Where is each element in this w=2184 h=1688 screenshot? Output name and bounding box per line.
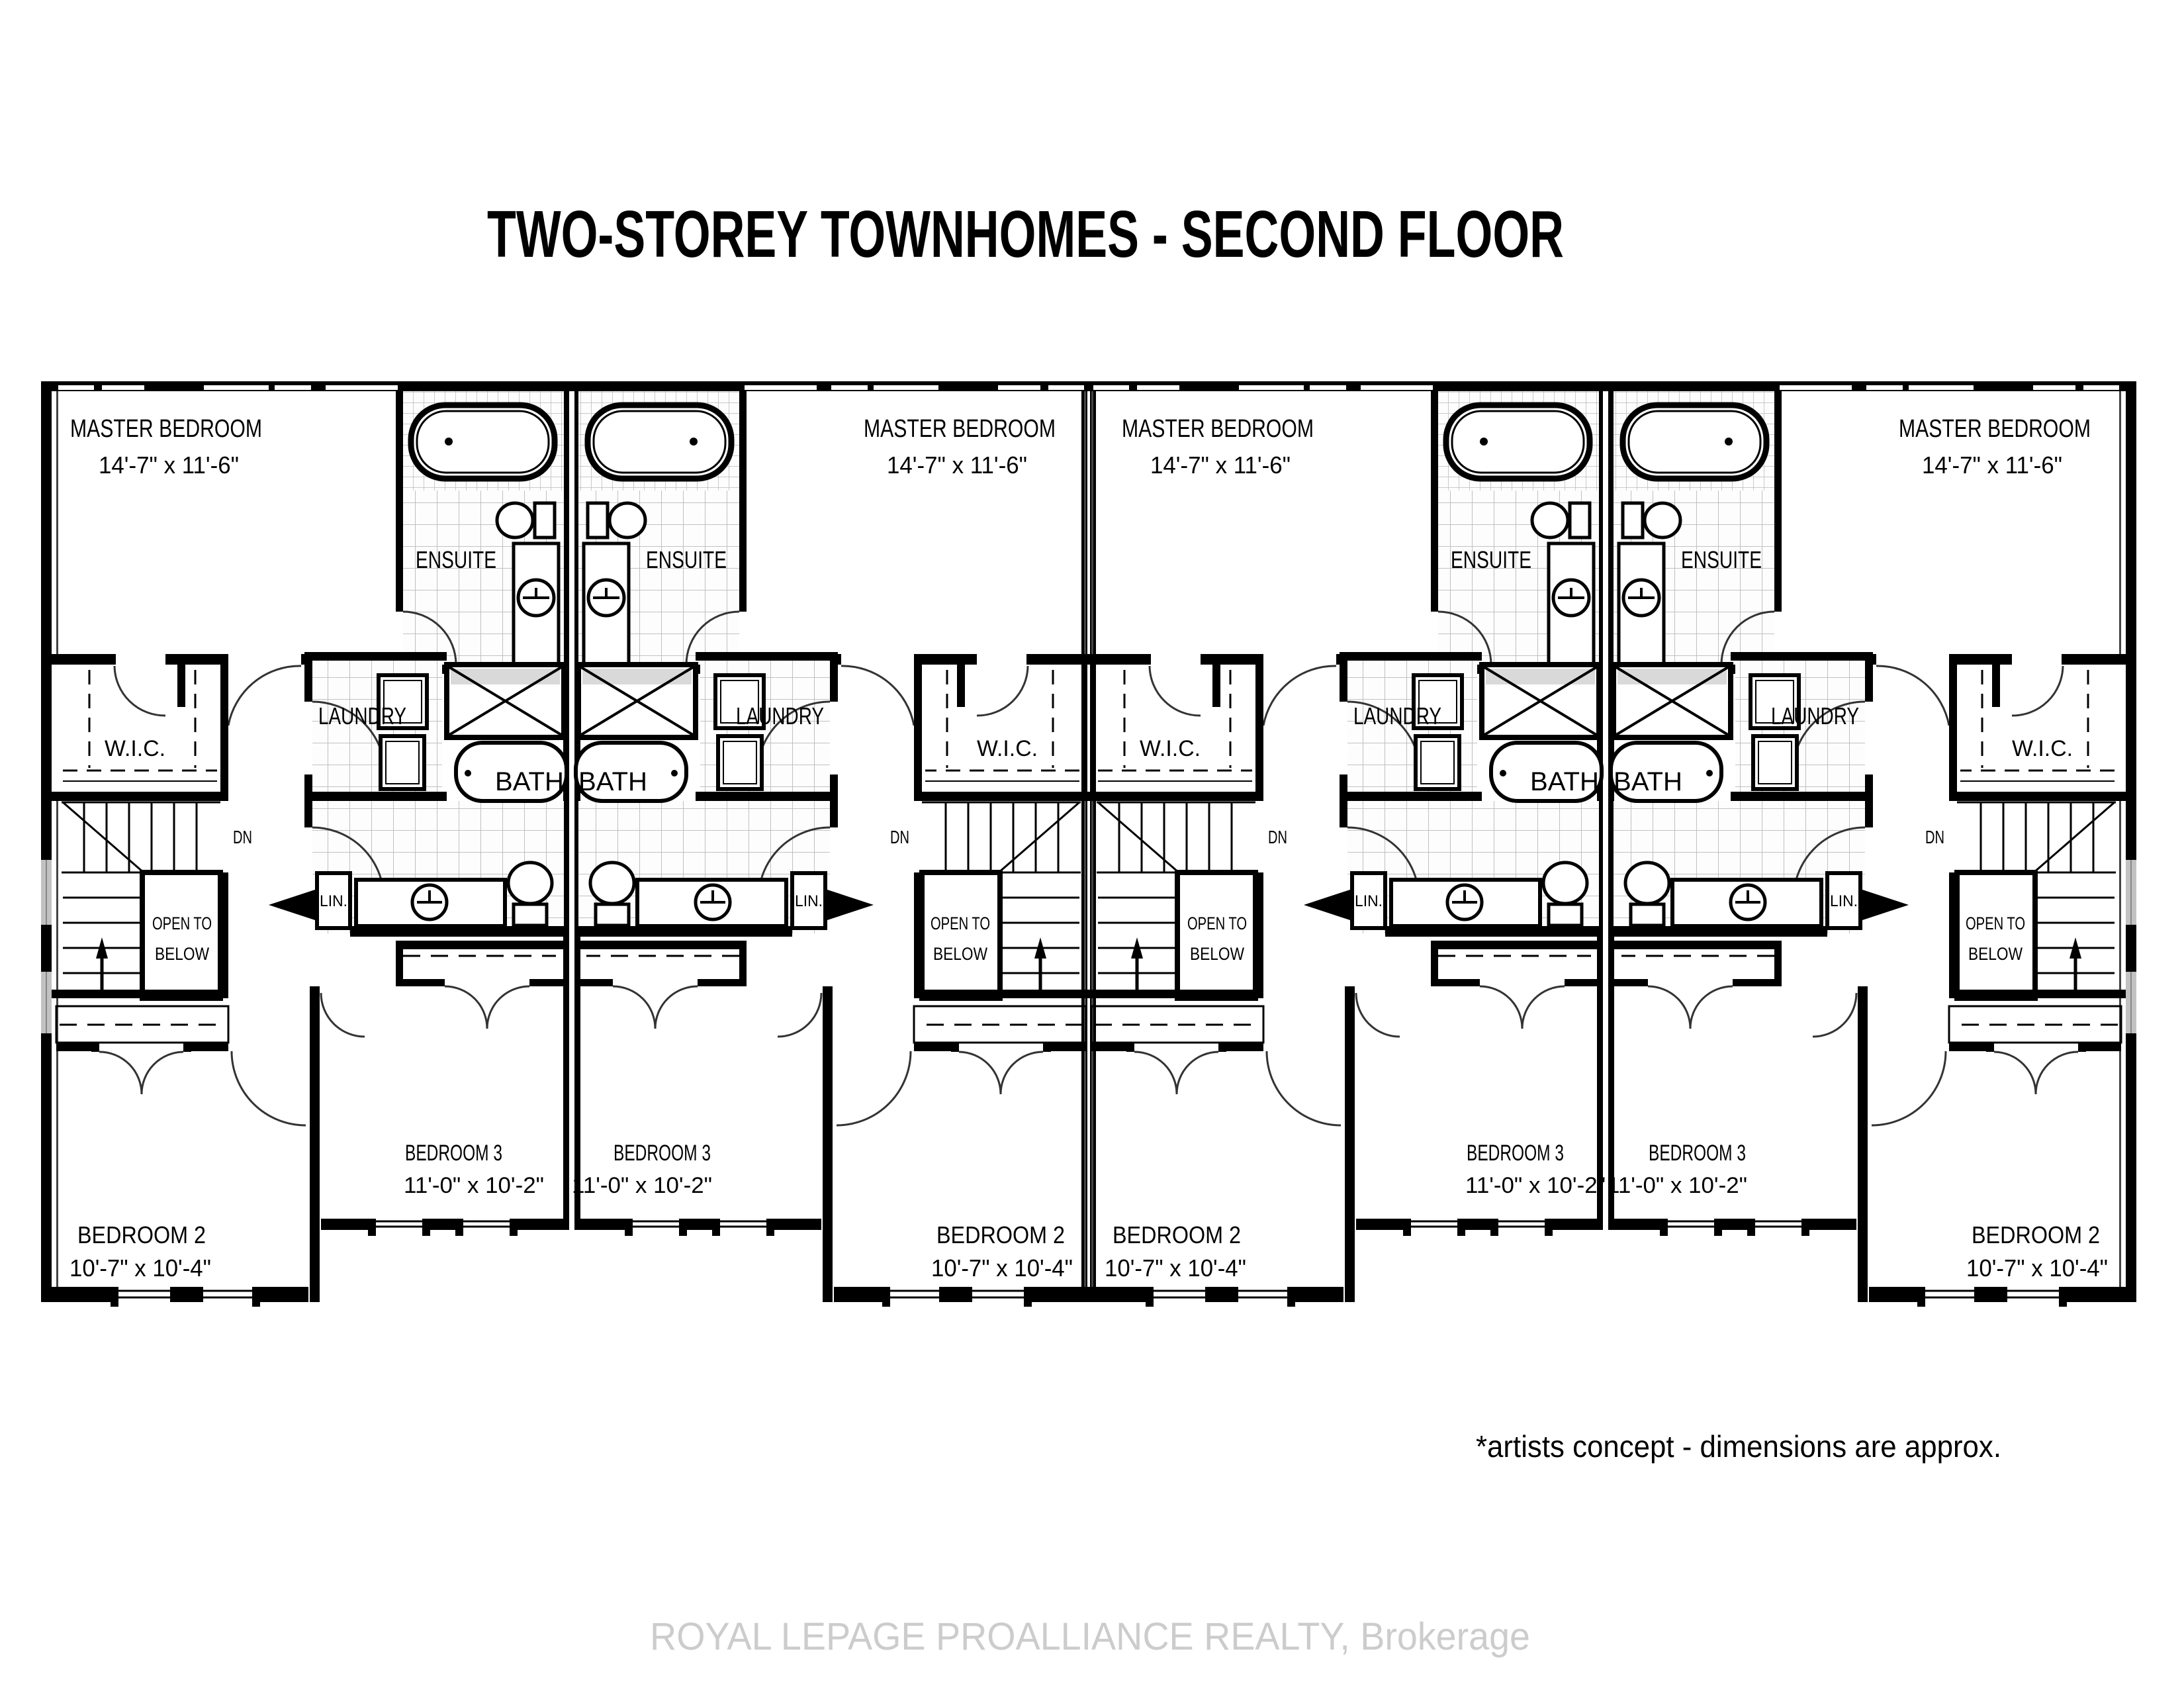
- svg-text:MASTER BEDROOM: MASTER BEDROOM: [1122, 415, 1314, 443]
- svg-text:BEDROOM 2: BEDROOM 2: [936, 1221, 1065, 1248]
- svg-text:MASTER BEDROOM: MASTER BEDROOM: [864, 415, 1056, 443]
- svg-text:W.I.C.: W.I.C.: [977, 736, 1038, 761]
- svg-text:10'-7" x 10'-4": 10'-7" x 10'-4": [69, 1254, 211, 1282]
- svg-text:BEDROOM 2: BEDROOM 2: [77, 1221, 206, 1248]
- svg-text:10'-7" x 10'-4": 10'-7" x 10'-4": [931, 1254, 1073, 1282]
- svg-text:BATH: BATH: [1614, 767, 1682, 796]
- svg-text:BATH: BATH: [578, 767, 647, 796]
- svg-text:OPEN TO: OPEN TO: [931, 914, 990, 933]
- svg-text:LAUNDRY: LAUNDRY: [1771, 702, 1859, 729]
- svg-text:W.I.C.: W.I.C.: [105, 736, 165, 761]
- svg-text:11'-0" x 10'-2": 11'-0" x 10'-2": [404, 1173, 544, 1198]
- svg-text:BELOW: BELOW: [1190, 944, 1244, 964]
- svg-text:BELOW: BELOW: [1968, 944, 2023, 964]
- svg-text:LIN.: LIN.: [320, 892, 347, 910]
- svg-text:LIN.: LIN.: [795, 892, 823, 910]
- svg-text:DN: DN: [1268, 827, 1287, 847]
- svg-text:TWO-STOREY TOWNHOMES - SECOND: TWO-STOREY TOWNHOMES - SECOND FLOOR: [487, 197, 1564, 271]
- svg-text:BEDROOM 3: BEDROOM 3: [405, 1141, 502, 1166]
- svg-text:11'-0" x 10'-2": 11'-0" x 10'-2": [1465, 1173, 1606, 1198]
- svg-text:BATH: BATH: [1530, 767, 1599, 796]
- svg-text:OPEN TO: OPEN TO: [1966, 914, 2025, 933]
- svg-text:BEDROOM 3: BEDROOM 3: [1649, 1141, 1746, 1166]
- svg-text:LAUNDRY: LAUNDRY: [318, 702, 406, 729]
- svg-text:LIN.: LIN.: [1355, 892, 1383, 910]
- svg-text:ENSUITE: ENSUITE: [1451, 546, 1531, 573]
- svg-text:14'-7" x 11'-6": 14'-7" x 11'-6": [99, 451, 239, 479]
- svg-text:BEDROOM 3: BEDROOM 3: [1467, 1141, 1564, 1166]
- svg-text:11'-0" x 10'-2": 11'-0" x 10'-2": [1607, 1173, 1747, 1198]
- svg-text:W.I.C.: W.I.C.: [2012, 736, 2073, 761]
- svg-text:MASTER BEDROOM: MASTER BEDROOM: [70, 415, 262, 443]
- svg-text:DN: DN: [890, 827, 909, 847]
- svg-text:BEDROOM 3: BEDROOM 3: [614, 1141, 711, 1166]
- svg-text:MASTER BEDROOM: MASTER BEDROOM: [1899, 415, 2091, 443]
- svg-text:BEDROOM 2: BEDROOM 2: [1972, 1221, 2100, 1248]
- svg-text:BELOW: BELOW: [155, 944, 209, 964]
- svg-text:14'-7" x 11'-6": 14'-7" x 11'-6": [887, 451, 1027, 479]
- svg-text:LAUNDRY: LAUNDRY: [1353, 702, 1441, 729]
- svg-text:OPEN TO: OPEN TO: [1187, 914, 1247, 933]
- svg-text:ENSUITE: ENSUITE: [1681, 546, 1762, 573]
- svg-text:14'-7" x 11'-6": 14'-7" x 11'-6": [1922, 451, 2062, 479]
- svg-text:BELOW: BELOW: [933, 944, 987, 964]
- svg-text:LIN.: LIN.: [1830, 892, 1858, 910]
- svg-text:BEDROOM 2: BEDROOM 2: [1113, 1221, 1241, 1248]
- svg-text:ROYAL LEPAGE PROALLIANCE REALT: ROYAL LEPAGE PROALLIANCE REALTY, Brokera…: [650, 1615, 1530, 1658]
- svg-text:10'-7" x 10'-4": 10'-7" x 10'-4": [1966, 1254, 2108, 1282]
- svg-text:W.I.C.: W.I.C.: [1140, 736, 1201, 761]
- svg-text:10'-7" x 10'-4": 10'-7" x 10'-4": [1105, 1254, 1246, 1282]
- svg-text:ENSUITE: ENSUITE: [646, 546, 727, 573]
- svg-text:ENSUITE: ENSUITE: [416, 546, 496, 573]
- svg-text:OPEN TO: OPEN TO: [152, 914, 212, 933]
- svg-text:DN: DN: [233, 827, 252, 847]
- svg-text:DN: DN: [1925, 827, 1944, 847]
- svg-text:14'-7" x 11'-6": 14'-7" x 11'-6": [1150, 451, 1291, 479]
- svg-text:*artists concept - dimensions: *artists concept - dimensions are approx…: [1476, 1429, 2001, 1464]
- svg-text:LAUNDRY: LAUNDRY: [736, 702, 824, 729]
- svg-text:11'-0" x 10'-2": 11'-0" x 10'-2": [572, 1173, 712, 1198]
- svg-text:BATH: BATH: [495, 767, 564, 796]
